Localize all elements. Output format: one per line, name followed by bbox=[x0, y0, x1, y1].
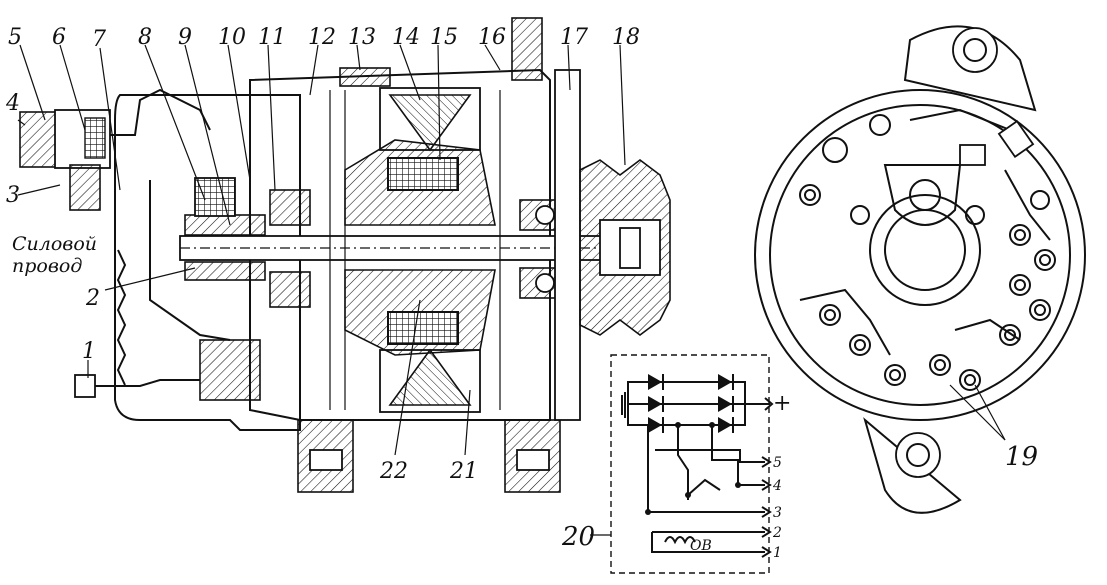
junction-a bbox=[675, 422, 681, 428]
callout-21: 21 bbox=[449, 459, 478, 484]
rear-bearing-top bbox=[269, 189, 311, 226]
terminal-label-3: 3 bbox=[773, 505, 782, 521]
brush-holder-bottom bbox=[184, 261, 266, 281]
caption-line-1: Силовой bbox=[12, 233, 97, 255]
mounting-lug-bottom-hole bbox=[895, 432, 941, 478]
terminal-1-wire bbox=[95, 379, 200, 387]
pulley-nut bbox=[619, 227, 641, 269]
junction-3 bbox=[645, 509, 651, 515]
wire-lower bbox=[149, 180, 231, 341]
callout-19: 19 bbox=[1005, 442, 1038, 472]
terminal-1-line bbox=[651, 532, 765, 553]
plus-arrow bbox=[764, 397, 774, 411]
winding-y bbox=[687, 478, 721, 496]
callout-13: 13 bbox=[348, 25, 376, 50]
schematic-frame bbox=[610, 354, 770, 574]
callout-8: 8 bbox=[138, 25, 152, 50]
phase-line-1 bbox=[647, 425, 765, 513]
terminal-insulator bbox=[84, 117, 106, 159]
star-point bbox=[685, 492, 691, 498]
bearing-boss-inner bbox=[884, 209, 966, 291]
callout-2: 2 bbox=[85, 286, 100, 311]
field-winding-label: ОВ bbox=[690, 538, 712, 554]
field-coil-top bbox=[387, 157, 459, 191]
callout-11: 11 bbox=[258, 25, 286, 50]
bearing-ball-top bbox=[535, 205, 555, 225]
fan bbox=[554, 69, 581, 421]
leader-lines bbox=[17, 44, 1006, 536]
end-cover-inner bbox=[769, 104, 1071, 406]
terminal-label-4: 4 bbox=[772, 478, 782, 494]
top-boss bbox=[511, 17, 543, 81]
end-wire-right bbox=[1004, 169, 1051, 241]
stator-winding-bottom bbox=[388, 348, 472, 406]
mounting-lug-top-hole bbox=[952, 27, 998, 73]
mounting-lug-bottom-inner bbox=[906, 443, 930, 467]
terminal-label-5: 5 bbox=[773, 455, 782, 471]
bridge-frame bbox=[627, 381, 746, 426]
wire-upper bbox=[110, 88, 211, 136]
terminal-5-line bbox=[655, 449, 765, 463]
terminal-label-2: 2 bbox=[772, 525, 782, 541]
end-cover-outer bbox=[754, 89, 1086, 421]
field-coil-bottom bbox=[387, 311, 459, 345]
top-bolt-area bbox=[339, 67, 391, 87]
callout-14: 14 bbox=[392, 25, 420, 50]
junction-4 bbox=[735, 482, 741, 488]
bottom-terminal bbox=[199, 339, 261, 401]
callout-12: 12 bbox=[308, 25, 336, 50]
field-winding-coil bbox=[664, 536, 696, 545]
callout-4: 4 bbox=[5, 91, 20, 116]
end-view bbox=[754, 25, 1086, 514]
mounting-lug-bottom bbox=[863, 417, 962, 514]
callout-17: 17 bbox=[560, 25, 588, 50]
bearing-ball-bottom bbox=[535, 273, 555, 293]
brush-holder-hole bbox=[909, 179, 941, 211]
mounting-lug-top-inner bbox=[963, 38, 987, 62]
end-terminal-block bbox=[959, 144, 986, 166]
mounting-foot-left-hole bbox=[309, 449, 343, 471]
bearing-boss bbox=[869, 194, 981, 306]
callout-15: 15 bbox=[430, 25, 458, 50]
diodes bbox=[648, 374, 734, 433]
terminal-cap bbox=[19, 111, 59, 168]
junction-b bbox=[709, 422, 715, 428]
phase-line-2 bbox=[677, 425, 689, 500]
terminal-1-nut bbox=[74, 374, 96, 398]
caption-line-2: провод bbox=[12, 255, 82, 277]
brush-block bbox=[194, 177, 236, 217]
end-wire-left bbox=[799, 288, 891, 356]
plus-label: + bbox=[773, 391, 791, 416]
callout-20: 20 bbox=[561, 522, 595, 552]
end-wire-bottom bbox=[954, 318, 1021, 341]
callout-16: 16 bbox=[478, 25, 506, 50]
callout-1: 1 bbox=[82, 339, 96, 364]
wiring-schematic: ОВ + 5 4 3 2 1 bbox=[610, 354, 791, 574]
brush-holder-top bbox=[184, 214, 266, 236]
rear-cover bbox=[114, 94, 301, 431]
callout-22: 22 bbox=[379, 459, 408, 484]
sectional-view bbox=[19, 17, 671, 493]
terminal-label-1: 1 bbox=[773, 545, 782, 561]
callout-6: 6 bbox=[52, 25, 66, 50]
callout-5: 5 bbox=[8, 25, 22, 50]
mounting-foot-right-hole bbox=[516, 449, 550, 471]
callout-18: 18 bbox=[612, 25, 640, 50]
diode-mounts bbox=[799, 114, 1056, 391]
callout-9: 9 bbox=[178, 25, 192, 50]
cover-ribs bbox=[116, 249, 127, 386]
brush-holder-arm bbox=[883, 164, 962, 226]
housing-inner-lines bbox=[329, 90, 501, 410]
terminal-stud bbox=[69, 164, 101, 211]
callout-3: 3 bbox=[6, 183, 20, 208]
stator-winding-top bbox=[388, 94, 472, 152]
callout-7: 7 bbox=[92, 27, 106, 52]
callout-10: 10 bbox=[218, 25, 246, 50]
rear-bearing-bottom bbox=[269, 271, 311, 308]
end-connector bbox=[997, 119, 1035, 159]
phase-line-3 bbox=[711, 425, 765, 486]
terminal-arrows bbox=[761, 456, 772, 558]
